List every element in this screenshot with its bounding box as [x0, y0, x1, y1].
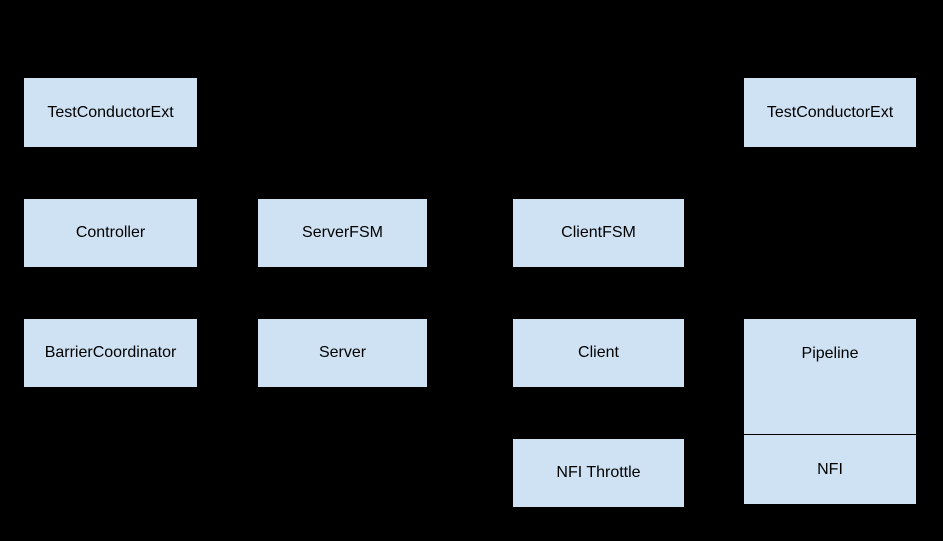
- node-label-server: Server: [318, 344, 367, 361]
- diagram-node-controller: Controller: [23, 198, 198, 268]
- diagram-node-nfi-throttle: NFI Throttle: [512, 438, 685, 508]
- diagram-node-pipeline: Pipeline: [743, 318, 917, 435]
- node-label-testconductorext-right: TestConductorExt: [766, 103, 894, 121]
- node-label-nfi: NFI: [817, 460, 843, 478]
- node-label-client: Client: [578, 344, 619, 361]
- diagram-node-server: Server: [257, 318, 428, 388]
- node-label-testconductorext-left: TestConductorExt: [47, 103, 174, 121]
- diagram-node-testconductorext-left: TestConductorExt: [23, 77, 198, 148]
- diagram-node-clientfsm: ClientFSM: [512, 198, 685, 268]
- node-label-nfi-throttle: NFI Throttle: [556, 464, 641, 481]
- diagram-node-testconductorext-right: TestConductorExt: [743, 77, 917, 148]
- diagram-node-barriercoordinator: BarrierCoordinator: [23, 318, 198, 388]
- node-label-clientfsm: ClientFSM: [561, 224, 636, 241]
- node-label-barriercoordinator: BarrierCoordinator: [44, 344, 177, 361]
- node-label-controller: Controller: [75, 224, 146, 241]
- node-label-pipeline: Pipeline: [801, 345, 859, 362]
- node-label-serverfsm: ServerFSM: [302, 224, 383, 241]
- diagram-node-client: Client: [512, 318, 685, 388]
- diagram-node-nfi: NFI: [743, 434, 917, 505]
- diagram-node-serverfsm: ServerFSM: [257, 198, 428, 268]
